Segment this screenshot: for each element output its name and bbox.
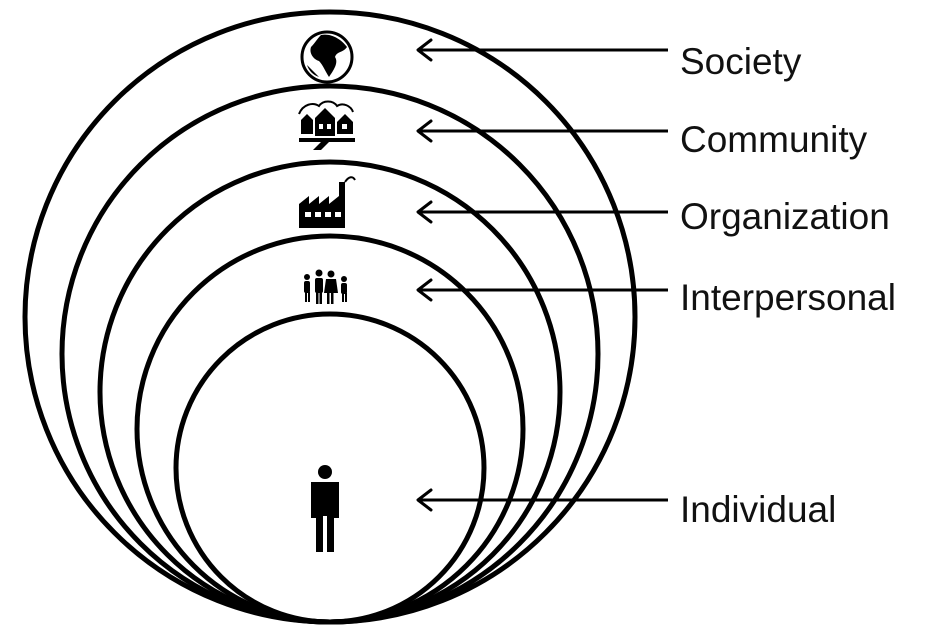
houses-icon xyxy=(298,100,355,150)
people-group-icon xyxy=(304,269,347,304)
arrow-individual xyxy=(416,488,668,512)
label-interpersonal: Interpersonal xyxy=(680,277,896,318)
arrow-organization xyxy=(416,200,668,224)
globe-icon xyxy=(300,30,354,84)
ring-organization xyxy=(97,159,563,625)
person-icon xyxy=(311,465,339,552)
ring-interpersonal xyxy=(134,233,526,625)
arrow-society xyxy=(416,38,668,62)
label-community: Community xyxy=(680,119,868,160)
arrow-interpersonal xyxy=(416,278,668,302)
factory-icon xyxy=(299,176,356,228)
arrow-community xyxy=(416,119,668,143)
label-organization: Organization xyxy=(680,196,890,237)
ring-individual xyxy=(173,311,487,625)
label-society: Society xyxy=(680,41,802,82)
label-individual: Individual xyxy=(680,489,836,530)
